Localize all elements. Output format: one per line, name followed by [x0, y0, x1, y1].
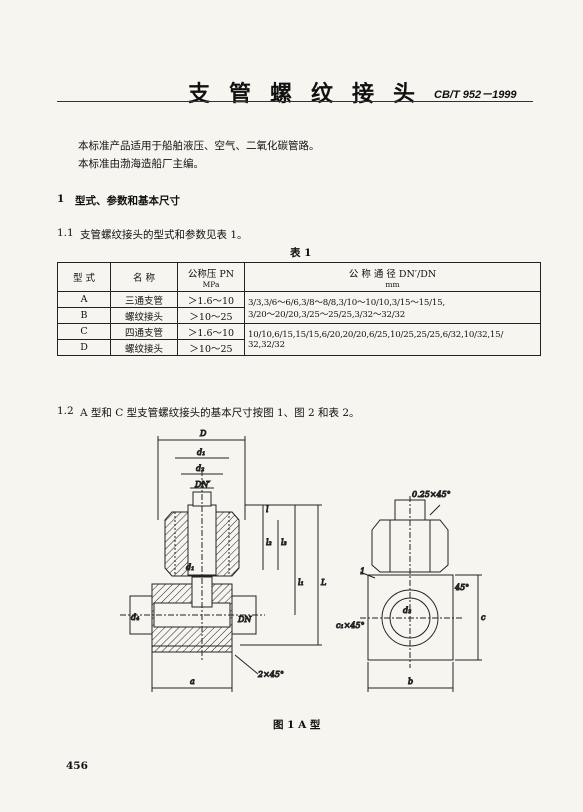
header-dn-unit: mm: [385, 279, 400, 289]
cell-dn-cd-line-2: 32,32/32: [248, 339, 285, 350]
header-pressure-unit: MPa: [202, 279, 220, 289]
header-pressure-label: 公称压 PN: [187, 268, 235, 280]
label-d3: d₃: [403, 606, 411, 615]
table-row: C 四通支管 ＞1.6～10 10/10,6/15,15/15,6/20,20/…: [57, 323, 541, 356]
cell-dn-cd-line-1: 10/10,6/15,15/15,6/20,20/20,6/25,10/25,2…: [248, 329, 504, 340]
section-1-1-text: 支管螺纹接头的型式和参数见表 1。: [80, 229, 248, 241]
label-d1: d₁: [197, 448, 205, 457]
label-d1-lower: d₁: [186, 563, 194, 572]
cell-dn-ab-line-2: 3/20～20/20,3/25～25/25,3/32～32/32: [248, 309, 406, 320]
table-row: D 螺纹接头 ＞10～25: [57, 339, 541, 356]
label-a: a: [190, 677, 195, 686]
section-1-title: 型式、参数和基本尺寸: [75, 195, 180, 207]
left-view-dimensions: [151, 436, 322, 692]
label-chamfer-025: 0.25×45°: [412, 490, 451, 499]
label-l2: l₂: [266, 538, 272, 547]
label-dn: DN: [237, 615, 252, 624]
right-view: [359, 496, 482, 692]
label-one: 1: [360, 567, 365, 576]
section-1-number: 1: [57, 193, 65, 205]
section-1-2-text: A 型和 C 型支管螺纹接头的基本尺寸按图 1、图 2 和表 2。: [80, 407, 360, 419]
cell-dn-ab: 3/3,3/6～6/6,3/8～8/8,3/10～10/10,3/15～15/1…: [244, 291, 541, 324]
label-l: l: [266, 505, 269, 514]
label-45deg: 45°: [454, 583, 469, 592]
section-1-2-number: 1.2: [57, 405, 74, 417]
label-L: L: [320, 578, 326, 587]
standard-number: CB/T 952－1999: [434, 89, 517, 101]
label-c1: c₁×45°: [336, 621, 365, 630]
header-dn-label: 公 称 通 径 DN′/DN: [348, 268, 437, 280]
page-number: 456: [66, 760, 88, 772]
header-name: 名 称: [110, 262, 178, 292]
parameters-table: 型 式 名 称 公称压 PN MPa 公 称 通 径 DN′/DN mm A 三…: [57, 262, 541, 356]
table-caption: 表 1: [290, 247, 312, 259]
label-dnp: DN′: [194, 480, 210, 489]
label-b: b: [408, 677, 413, 686]
intro-line-2: 本标准由渤海造船厂主编。: [78, 158, 204, 170]
page-title: 支管螺纹接头: [188, 81, 435, 107]
figure-caption: 图 1 A 型: [273, 719, 321, 731]
label-D: D: [199, 429, 207, 438]
label-l1: l₁: [298, 578, 304, 587]
label-d2: d₂: [196, 464, 204, 473]
header-rule: [57, 101, 533, 102]
label-c: c: [481, 613, 486, 622]
cell-name: 螺纹接头: [110, 339, 178, 356]
left-view-body: [120, 470, 265, 660]
cell-pressure: ＞10～25: [177, 339, 245, 356]
intro-line-1: 本标准产品适用于船舶液压、空气、二氧化碳管路。: [78, 140, 320, 152]
label-l3: l₃: [281, 538, 287, 547]
label-d4: d₄: [131, 613, 139, 622]
cell-dn-ab-line-1: 3/3,3/6～6/6,3/8～8/8,3/10～10/10,3/15～15/1…: [248, 297, 445, 308]
section-1-1-number: 1.1: [57, 227, 74, 239]
cell-dn-cd: 10/10,6/15,15/15,6/20,20/20,6/25,10/25,2…: [244, 323, 541, 356]
header-pressure: 公称压 PN MPa: [177, 262, 245, 292]
label-chamfer-2x45: 2×45°: [257, 670, 284, 679]
